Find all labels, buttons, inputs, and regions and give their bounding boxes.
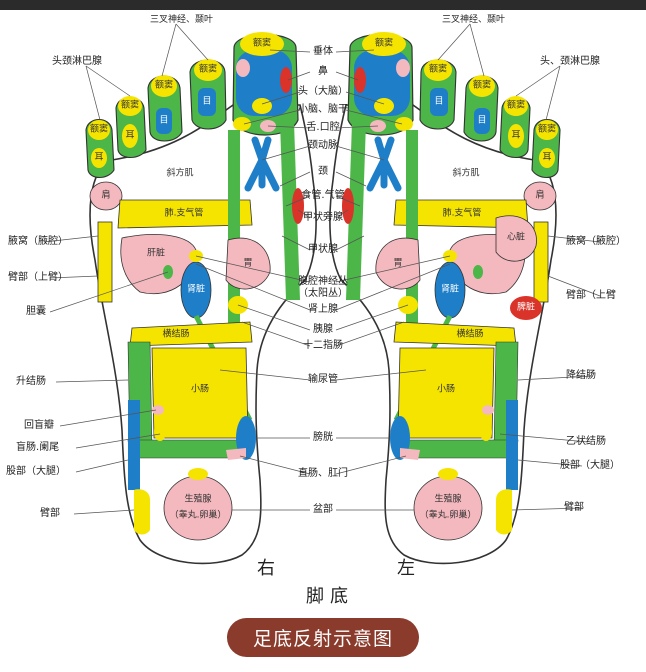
sinus-label-toe4-r: 额窦 xyxy=(120,100,140,111)
shoulder-label-l: 肩 xyxy=(535,190,545,201)
sinus-label-big-toe-r: 额窦 xyxy=(252,38,272,49)
label-neck: 颈 xyxy=(318,166,328,177)
eye-label-l2: 目 xyxy=(477,115,487,126)
heart-zone xyxy=(495,215,537,262)
label-pelvis: 盆部 xyxy=(313,504,333,515)
label-thyroid: 甲状腺 xyxy=(308,244,338,255)
lung-label-r: 肺.支气管 xyxy=(164,208,204,219)
right-foot xyxy=(86,32,316,563)
top-bar xyxy=(0,0,646,10)
label-upper-arm-left: 臂部（上臂 xyxy=(566,290,616,301)
label-tongue-mouth: 舌.口腔 xyxy=(306,122,340,133)
ear-label-l1: 耳 xyxy=(511,130,521,141)
label-thigh-right: 股部（大腿） xyxy=(6,466,66,477)
sinus-label-big-toe-l: 额窦 xyxy=(374,38,394,49)
label-trigeminal-left: 三叉神经、颞叶 xyxy=(442,15,506,25)
label-lymph-left: 头、颈淋巴腺 xyxy=(540,56,600,67)
genital-label-r: 生殖腺 xyxy=(184,494,212,505)
sole-caption: 脚底 xyxy=(306,586,354,607)
diagram-title: 足底反射示意图 xyxy=(226,618,420,657)
label-bladder: 膀胱 xyxy=(313,432,333,443)
label-buttock-right: 臂部 xyxy=(40,508,60,519)
label-parathyroid: 甲状旁腺 xyxy=(303,212,343,223)
sinus-label-toe3-r: 额窦 xyxy=(154,80,174,91)
label-rectum-anus: 直肠、肛门 xyxy=(298,468,348,479)
label-carotid: 颈动脉 xyxy=(308,140,338,151)
liver-label: 肝脏 xyxy=(146,248,166,259)
leader-lines xyxy=(43,23,601,515)
ear-label-r2: 耳 xyxy=(94,152,104,163)
label-duodenum: 十二指肠 xyxy=(303,340,343,351)
spleen-label: 脾脏 xyxy=(516,302,536,313)
small-intestine-label-l: 小肠 xyxy=(436,384,456,395)
label-armpit-right: 腋窝（腋腔） xyxy=(8,236,68,247)
kidney-label-l: 肾脏 xyxy=(440,284,460,295)
lung-label-l: 肺.支气管 xyxy=(442,208,482,219)
label-sigmoid-colon: 乙状结肠 xyxy=(566,436,606,447)
label-ureter: 输尿管 xyxy=(308,374,338,385)
label-ascending-colon: 升结肠 xyxy=(16,376,46,387)
label-lymph-right: 头颈淋巴腺 xyxy=(52,56,102,67)
label-celiac-plexus: 腹腔神经丛 xyxy=(298,276,348,287)
label-trigeminal-right: 三叉神经、颞叶 xyxy=(150,15,214,25)
label-nose: 鼻 xyxy=(318,66,328,77)
label-thigh-left: 股部（大腿） xyxy=(560,460,620,471)
label-gallbladder: 胆囊 xyxy=(26,306,46,317)
label-esophagus: 食管.气管 xyxy=(301,190,345,201)
heart-label: 心脏 xyxy=(506,232,526,243)
label-descending-colon: 降结肠 xyxy=(566,370,596,381)
label-pancreas: 胰腺 xyxy=(313,324,333,335)
sinus-label-toe5-r: 额窦 xyxy=(89,124,109,135)
stomach-label-l: 胃 xyxy=(393,258,403,269)
sinus-label-toe2-l: 额窦 xyxy=(428,64,448,75)
eye-label-r2: 目 xyxy=(159,115,169,126)
diagram-stage: 垂体 鼻 头（大脑） 小脑、脑干 舌.口腔 颈动脉 颈 食管.气管 甲状旁腺 甲… xyxy=(0,10,646,610)
left-foot-mark: 左 xyxy=(397,558,415,579)
kidney-label-r: 肾脏 xyxy=(186,284,206,295)
shoulder-label-r: 肩 xyxy=(101,190,111,201)
label-solar-plexus: （太阳丛） xyxy=(298,288,348,299)
ear-label-l2: 耳 xyxy=(542,152,552,163)
label-cecum-appendix: 盲肠.阑尾 xyxy=(16,442,60,453)
genital-sub-label-l: （睾丸.卵巢） xyxy=(419,510,477,521)
eye-label-r1: 目 xyxy=(202,96,212,107)
label-buttock-left: 臂部 xyxy=(564,502,584,513)
right-foot-mark: 右 xyxy=(257,558,275,579)
label-pituitary: 垂体 xyxy=(313,46,333,57)
foot-diagram xyxy=(43,23,601,610)
sinus-label-toe3-l: 额窦 xyxy=(472,80,492,91)
sinus-label-toe2-r: 额窦 xyxy=(198,64,218,75)
label-cerebellum: 小脑、脑干 xyxy=(298,104,348,115)
sinus-label-toe5-l: 额窦 xyxy=(537,124,557,135)
eye-label-l1: 目 xyxy=(434,96,444,107)
spleen-zone xyxy=(510,296,542,320)
trapezius-label-r: 斜方肌 xyxy=(166,168,194,179)
label-head-brain: 头（大脑） xyxy=(298,86,348,97)
trapezius-label-l: 斜方肌 xyxy=(452,168,480,179)
small-intestine-label-r: 小肠 xyxy=(190,384,210,395)
genital-sub-label-r: （睾丸.卵巢） xyxy=(169,510,227,521)
label-upper-arm-right: 臂部（上臂） xyxy=(8,272,68,283)
label-armpit-left: 腋窝（腋腔） xyxy=(566,236,626,247)
stomach-label-r: 胃 xyxy=(243,258,253,269)
label-adrenal: 肾上腺 xyxy=(308,304,338,315)
transverse-colon-label-l: 横结肠 xyxy=(456,329,484,340)
genital-label-l: 生殖腺 xyxy=(434,494,462,505)
sinus-label-toe4-l: 额窦 xyxy=(506,100,526,111)
label-ileocecal: 回盲瓣 xyxy=(24,420,54,431)
ear-label-r1: 耳 xyxy=(125,130,135,141)
transverse-colon-label-r: 横结肠 xyxy=(162,329,190,340)
